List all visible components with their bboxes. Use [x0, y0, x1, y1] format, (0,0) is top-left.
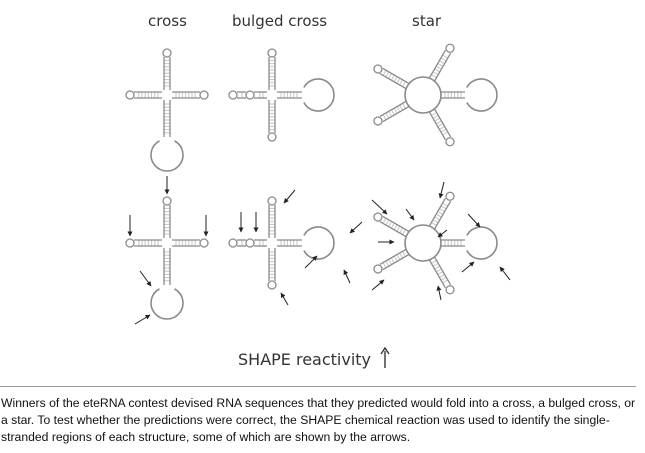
hairpin-loop [445, 191, 455, 201]
terminal-loop-right [466, 226, 498, 260]
hairpin-loop [125, 90, 135, 100]
reactivity-arrow [349, 221, 363, 234]
central-loop [404, 224, 442, 262]
helix-arm-1 [428, 49, 452, 82]
helix-left [134, 91, 162, 99]
helix-arm-4 [428, 108, 452, 141]
terminal-loop-bottom [150, 288, 184, 320]
hairpin-loop [228, 90, 238, 100]
reactivity-arrow [436, 285, 442, 301]
reactivity-arrow [499, 266, 511, 281]
helix-left [134, 239, 162, 247]
helix-right [277, 239, 302, 247]
reactivity-arrow [438, 181, 445, 199]
reactivity-arrow [437, 229, 448, 238]
helix-top [268, 57, 276, 90]
hairpin-loop [199, 238, 209, 248]
central-loop [404, 76, 442, 114]
title-bulged-cross: bulged cross [232, 12, 328, 30]
hairpin-loop [373, 64, 383, 74]
hairpin-loop [373, 264, 383, 274]
helix-top [163, 57, 171, 90]
helix-top [163, 205, 171, 238]
helix-left-inner [254, 239, 267, 247]
title-cross: cross [148, 12, 187, 30]
helix-bottom [163, 100, 171, 137]
reactivity-arrow [461, 261, 475, 273]
hairpin-loop [267, 196, 277, 206]
hairpin-loop [373, 116, 383, 126]
helix-right [172, 91, 200, 99]
hairpin-loop [267, 48, 277, 58]
hairpin-loop [162, 48, 172, 58]
structures-layer [125, 43, 498, 320]
hairpin-loop [228, 238, 238, 248]
helix-arm-2 [379, 215, 410, 238]
reactivity-arrow [134, 314, 151, 325]
hairpin-loop [445, 137, 455, 147]
reactivity-arrows-layer [127, 176, 511, 325]
hairpin-loop [445, 43, 455, 53]
hairpin-loop [199, 90, 209, 100]
helix-left-outer [237, 91, 246, 99]
legend-label: SHAPE reactivity [238, 350, 372, 369]
helix-left-inner [254, 91, 267, 99]
terminal-loop-right [303, 78, 335, 112]
reactivity-arrow [405, 208, 415, 221]
helix-left-outer [237, 239, 246, 247]
helix-top [268, 205, 276, 238]
hairpin-loop [267, 132, 277, 142]
reactivity-arrow [139, 270, 152, 287]
figure-caption: Winners of the eteRNA contest devised RN… [1, 396, 636, 444]
hairpin-loop [162, 196, 172, 206]
hairpin-loop [125, 238, 135, 248]
helix-bottom [163, 248, 171, 285]
reactivity-arrow [467, 213, 481, 228]
reactivity-arrow [283, 189, 296, 204]
reactivity-arrow [371, 279, 385, 291]
terminal-loop-right [303, 226, 335, 260]
helix-arm-3 [379, 100, 410, 123]
bulge [245, 90, 255, 100]
hairpin-loop [373, 212, 383, 222]
helix-bottom [268, 248, 276, 281]
reactivity-arrow [343, 269, 351, 284]
rna-structures-diagram [125, 43, 511, 325]
hairpin-loop [445, 285, 455, 295]
helix-arm-3 [379, 248, 410, 271]
terminal-loop-right [466, 78, 498, 112]
reactivity-arrow [371, 199, 388, 215]
up-arrow-icon [380, 347, 390, 368]
reactivity-arrow [304, 255, 318, 269]
terminal-loop-bottom [150, 140, 184, 172]
helix-arm-2 [379, 67, 410, 90]
helix-arm-1 [428, 197, 452, 230]
helix-right [172, 239, 200, 247]
hairpin-loop [267, 280, 277, 290]
bulge [245, 238, 255, 248]
helix-right [277, 91, 302, 99]
reactivity-arrow [280, 292, 289, 306]
helix-arm-4 [428, 256, 452, 289]
caption-divider [0, 386, 636, 387]
helix-bottom [268, 100, 276, 133]
helix-right [441, 239, 465, 247]
helix-right [441, 91, 465, 99]
title-star: star [412, 12, 442, 30]
